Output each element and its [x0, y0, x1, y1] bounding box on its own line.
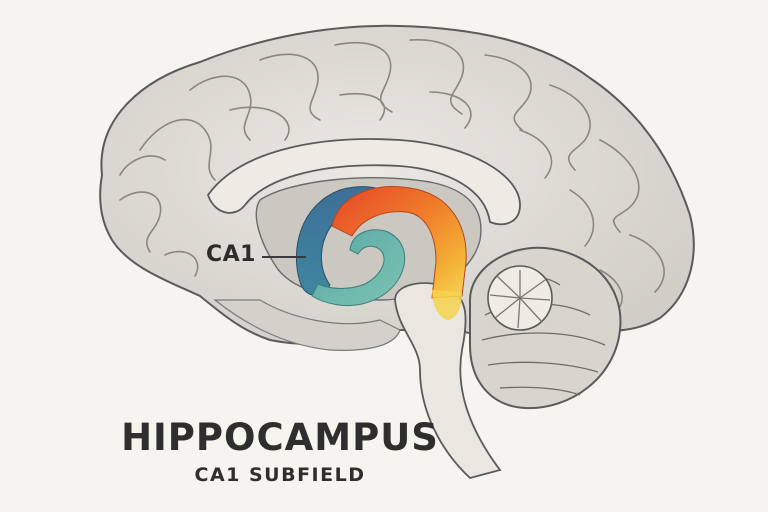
temporal-lobe: [213, 299, 401, 351]
ca1-label: CA1: [206, 242, 256, 267]
dentate-region: [311, 229, 406, 307]
diagram-title: HIPPOCAMPUS: [121, 416, 439, 459]
corpus-callosum: [206, 138, 521, 226]
ca1-leader-line: [262, 256, 306, 258]
diagram-subtitle: CA1 SUBFIELD: [194, 464, 366, 486]
cerebellum-illustration: [469, 246, 622, 410]
ca-arch-region: [331, 186, 467, 299]
hippocampus-structure: [295, 186, 467, 320]
gyri-lines: [119, 39, 665, 313]
